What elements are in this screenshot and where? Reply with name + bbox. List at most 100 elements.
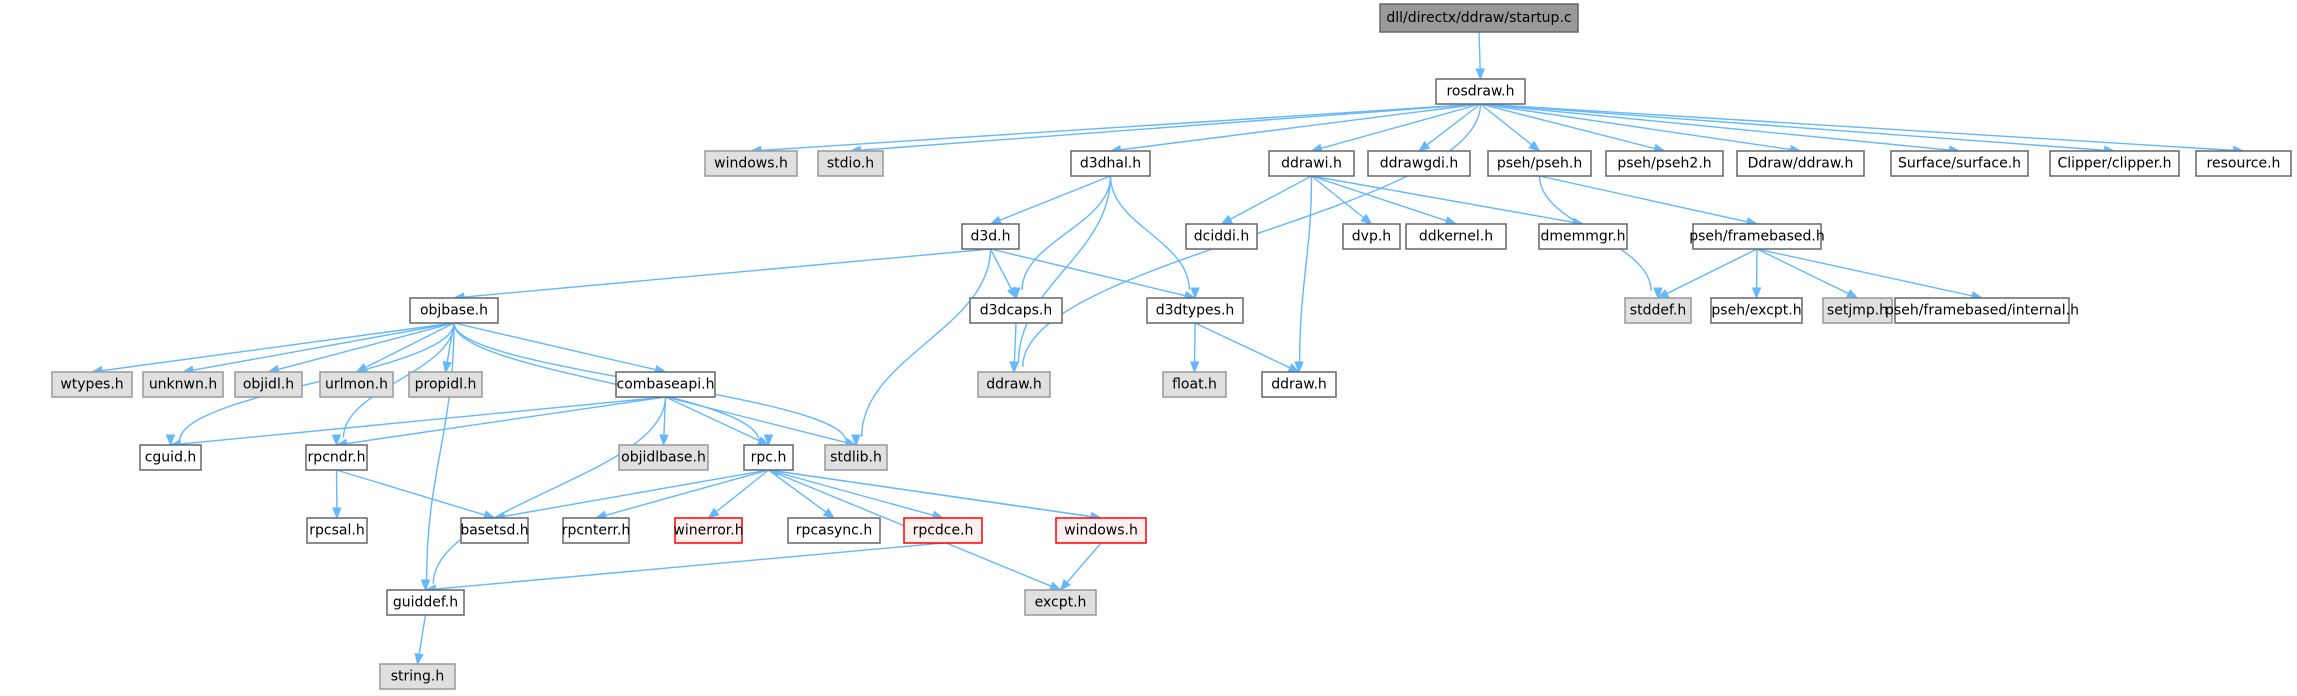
arrowhead-icon (1059, 578, 1071, 592)
node-startup[interactable]: dll/directx/ddraw/startup.c (1379, 3, 1579, 33)
node-basetsd[interactable]: basetsd.h (460, 517, 529, 544)
node-rpc[interactable]: rpc.h (743, 444, 794, 471)
node-box (903, 517, 983, 544)
node-float: float.h (1162, 371, 1227, 398)
node-framebased[interactable]: pseh/framebased.h (1689, 223, 1825, 250)
node-label: rpc.h (751, 450, 787, 466)
node-box (142, 371, 224, 398)
node-propidl: propidl.h (408, 371, 483, 398)
node-rosdraw[interactable]: rosdraw.h (1435, 78, 1526, 105)
node-box (1538, 223, 1628, 250)
node-cguid[interactable]: cguid.h (139, 444, 202, 471)
node-box (1894, 297, 2070, 324)
node-label: dciddi.h (1194, 229, 1249, 245)
edge-ddrawi-to-dciddi (1220, 175, 1312, 225)
node-resource[interactable]: resource.h (2195, 150, 2292, 177)
node-box (817, 150, 884, 177)
arrowhead-icon (707, 507, 720, 519)
node-d3dcaps[interactable]: d3dcaps.h (969, 297, 1063, 324)
node-d3dhal[interactable]: d3dhal.h (1070, 150, 1151, 177)
edge-objbase-to-objidl (267, 322, 455, 374)
node-box (1261, 371, 1337, 398)
node-label: combaseapi.h (617, 377, 715, 393)
edge-objbase-to-cguid (165, 322, 455, 447)
node-box (2195, 150, 2292, 177)
node-stddef: stddef.h (1624, 297, 1692, 324)
node-label: d3dcaps.h (980, 303, 1052, 319)
node-objidlbase: objidlbase.h (618, 444, 709, 471)
node-box (306, 517, 368, 544)
node-box (1405, 223, 1507, 250)
node-pseh[interactable]: pseh/pseh.h (1487, 150, 1592, 177)
node-fb-internal[interactable]: pseh/framebased/internal.h (1885, 297, 2079, 324)
node-label: dvp.h (1352, 229, 1391, 245)
node-dciddi[interactable]: dciddi.h (1185, 223, 1258, 250)
node-label: rosdraw.h (1446, 84, 1514, 100)
node-clipper[interactable]: Clipper/clipper.h (2049, 150, 2180, 177)
node-d3d[interactable]: d3d.h (961, 223, 1020, 250)
node-label: rpcasync.h (796, 523, 872, 539)
node-label: pseh/pseh2.h (1617, 156, 1711, 172)
node-rpcnterr[interactable]: rpcnterr.h (562, 517, 631, 544)
node-ddrawgdi[interactable]: ddrawgdi.h (1367, 150, 1471, 177)
node-excpt: excpt.h (1024, 589, 1097, 616)
node-dvp[interactable]: dvp.h (1342, 223, 1401, 250)
arrowhead-icon (420, 579, 431, 592)
node-box (319, 371, 394, 398)
edge-objbase-to-rpcndr (331, 322, 455, 447)
node-label: pseh/framebased/internal.h (1885, 303, 2079, 319)
node-urlmon: urlmon.h (319, 371, 394, 398)
node-label: rpcnterr.h (562, 523, 631, 539)
node-excpt-pseh[interactable]: pseh/excpt.h (1710, 297, 1803, 324)
node-winerror[interactable]: winerror.h (673, 517, 744, 544)
node-box (1055, 517, 1147, 544)
node-label: stdio.h (827, 156, 874, 172)
edge-objbase-to-wtypes (90, 322, 455, 376)
edge-rpcndr-to-basetsd (336, 469, 496, 520)
node-rpcndr[interactable]: rpcndr.h (305, 444, 368, 471)
node-label: wtypes.h (60, 377, 123, 393)
node-label: unknwn.h (149, 377, 217, 393)
node-pseh2[interactable]: pseh/pseh2.h (1605, 150, 1724, 177)
node-box (1624, 297, 1692, 324)
node-label: Surface/surface.h (1898, 156, 2021, 172)
node-label: Clipper/clipper.h (2057, 156, 2171, 172)
node-label: pseh/pseh.h (1497, 156, 1582, 172)
edge-rosdraw-to-ddrawi (1310, 103, 1481, 153)
node-label: basetsd.h (460, 523, 528, 539)
node-rpcdce[interactable]: rpcdce.h (903, 517, 983, 544)
node-dmemmgr[interactable]: dmemmgr.h (1538, 223, 1628, 250)
node-ddraw-local[interactable]: ddraw.h (1261, 371, 1337, 398)
node-Ddraw[interactable]: Ddraw/ddraw.h (1736, 150, 1865, 177)
node-box (618, 444, 709, 471)
node-ddkernel[interactable]: ddkernel.h (1405, 223, 1507, 250)
edge-d3dtypes-to-ddraw_local (1194, 322, 1301, 373)
node-label: d3dtypes.h (1156, 303, 1235, 319)
node-rpcasync[interactable]: rpcasync.h (787, 517, 881, 544)
node-box (2049, 150, 2180, 177)
arrowhead-icon (659, 434, 669, 447)
edge-rpc-to-rpcnterr (594, 469, 769, 520)
node-windows-err[interactable]: windows.h (1055, 517, 1147, 544)
node-label: pseh/excpt.h (1711, 303, 1801, 319)
node-label: winerror.h (673, 523, 743, 539)
arrowhead-icon (822, 507, 836, 519)
node-box (51, 371, 133, 398)
node-surface[interactable]: Surface/surface.h (1890, 150, 2029, 177)
node-guiddef[interactable]: guiddef.h (386, 589, 465, 616)
edge-windows_err-to-rpc (767, 466, 1102, 519)
node-d3dtypes[interactable]: d3dtypes.h (1146, 297, 1244, 324)
node-rpcsal[interactable]: rpcsal.h (306, 517, 368, 544)
node-stdio: stdio.h (817, 150, 884, 177)
node-label: excpt.h (1035, 595, 1087, 611)
node-box (615, 371, 716, 398)
node-combaseapi[interactable]: combaseapi.h (615, 371, 716, 398)
edge-framebased-to-stddef (1656, 248, 1758, 299)
edge-objbase-to-rpc (453, 322, 774, 447)
node-box (1692, 223, 1822, 250)
arrowhead-icon (1006, 286, 1017, 300)
node-ddrawi[interactable]: ddrawi.h (1268, 150, 1355, 177)
edge-d3d-to-objbase (452, 248, 991, 302)
node-objbase[interactable]: objbase.h (409, 297, 499, 324)
